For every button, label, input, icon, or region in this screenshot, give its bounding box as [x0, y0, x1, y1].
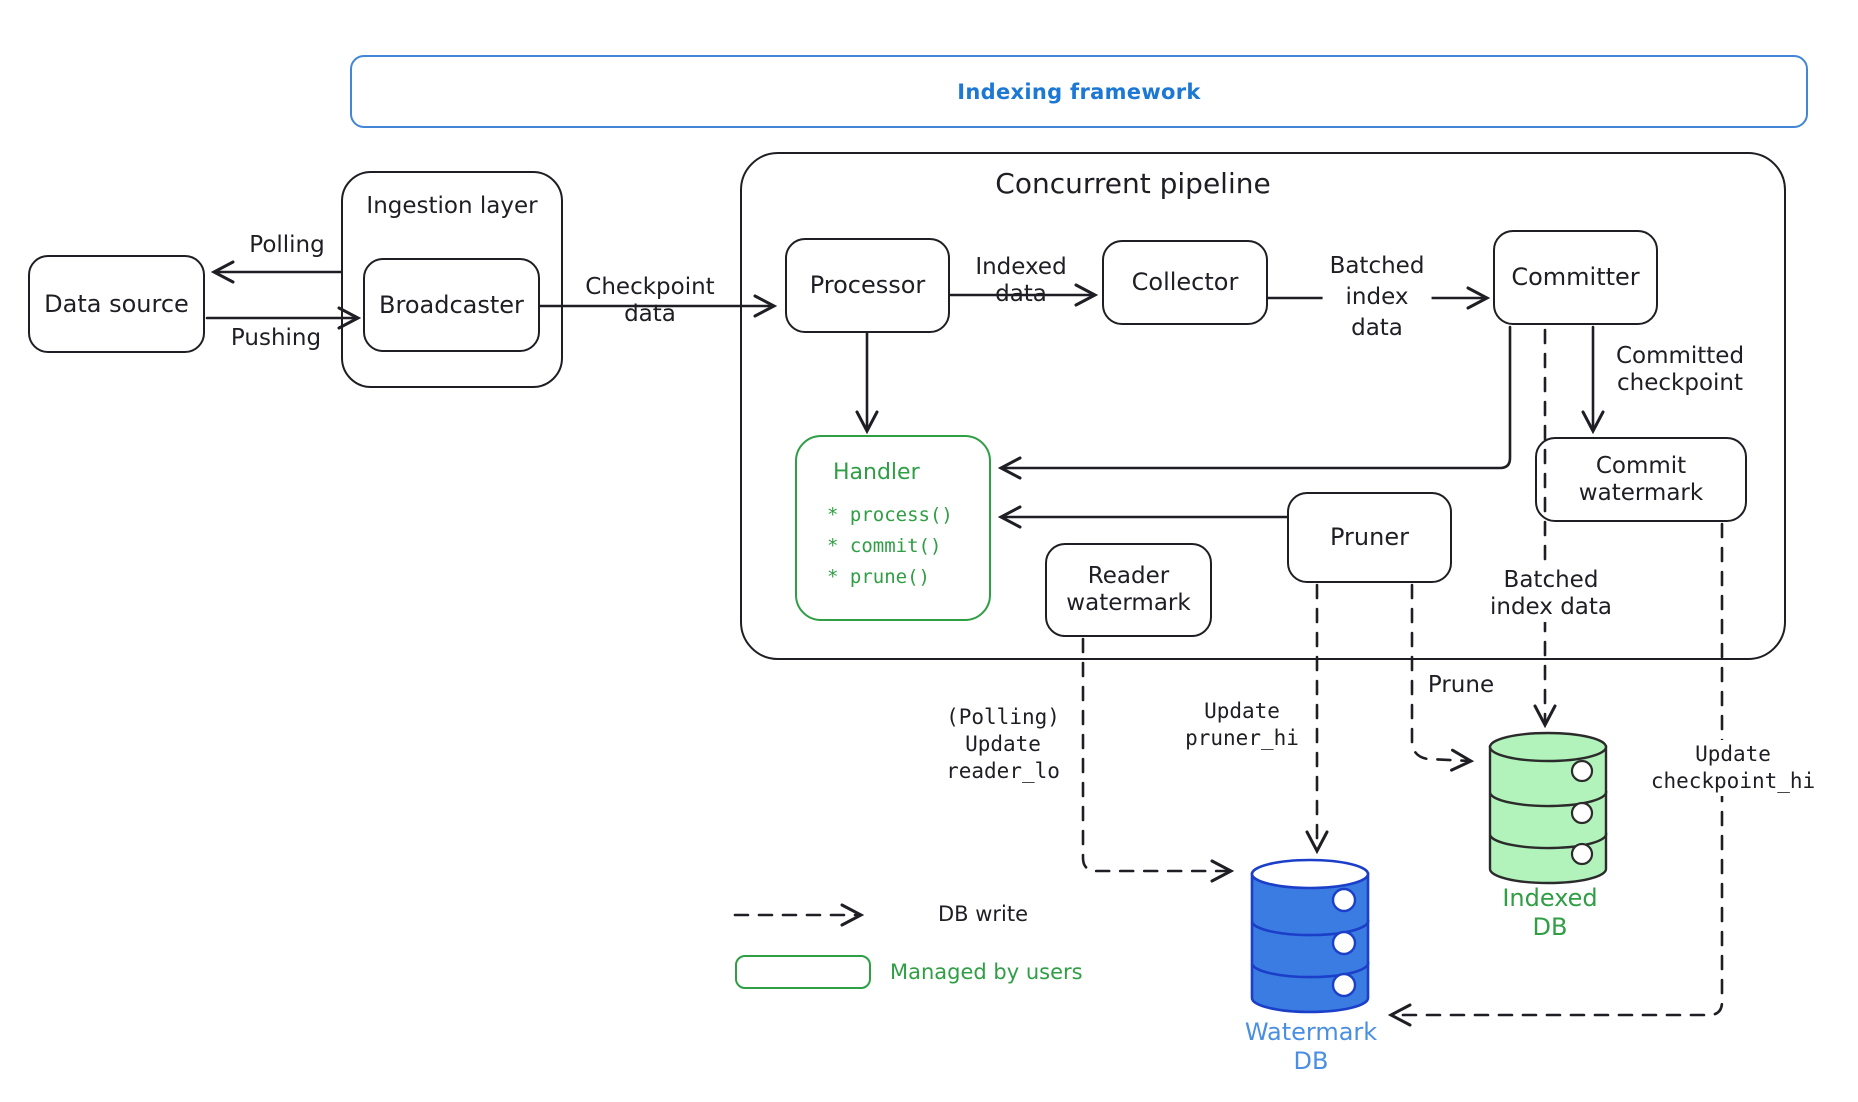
update-reader-lo-dashed	[1081, 637, 1230, 871]
concurrent-pipeline-group	[740, 152, 1786, 660]
ingestion-layer-group	[341, 171, 563, 388]
ingestion-layer-label: Ingestion layer	[366, 193, 538, 219]
handler-title: Handler	[833, 460, 920, 485]
prune-label: Prune	[1427, 672, 1495, 698]
update-reader-lo-label: (Polling) Update reader_lo	[946, 705, 1060, 783]
checkpoint-data-label: Checkpoint data	[585, 274, 715, 327]
watermark-db-icon	[1250, 858, 1370, 1014]
indexed-db-icon	[1488, 731, 1608, 885]
node-reader-watermark: Reader watermark	[1045, 543, 1212, 637]
handler-method-commit: * commit()	[827, 535, 942, 557]
update-checkpoint-hi-label: Update checkpoint_hi	[1643, 740, 1823, 796]
node-pruner: Pruner	[1287, 492, 1452, 583]
pushing-label: Pushing	[230, 325, 322, 351]
update-pruner-hi-label: Update pruner_hi	[1185, 699, 1299, 750]
indexing-framework-title: Indexing framework	[957, 79, 1201, 104]
handler-method-prune: * prune()	[827, 566, 930, 588]
indexed-db-label: Indexed DB	[1502, 884, 1598, 941]
batched-index-data-label: Batched index data	[1322, 250, 1432, 345]
node-commit-watermark: Commit watermark	[1535, 437, 1747, 522]
watermark-db-label: Watermark DB	[1244, 1018, 1378, 1075]
node-handler: Handler * process() * commit() * prune()	[795, 435, 991, 621]
handler-method-process: * process()	[827, 504, 953, 526]
concurrent-pipeline-title: Concurrent pipeline	[995, 167, 1271, 200]
node-data-source: Data source	[28, 255, 205, 353]
indexed-data-label: Indexed data	[975, 254, 1067, 307]
polling-label: Polling	[249, 232, 325, 258]
legend-managed-by-users-label: Managed by users	[890, 960, 1083, 984]
committed-checkpoint-label: Committed checkpoint	[1615, 343, 1745, 396]
batched-index-data-2-label: Batched index data	[1482, 566, 1620, 622]
node-processor: Processor	[785, 238, 950, 333]
indexing-framework-frame: Indexing framework	[350, 55, 1808, 128]
node-broadcaster: Broadcaster	[363, 258, 540, 352]
node-committer: Committer	[1493, 230, 1658, 325]
node-collector: Collector	[1102, 240, 1268, 325]
legend-db-write-label: DB write	[938, 902, 1029, 926]
legend-managed-box	[735, 955, 871, 989]
